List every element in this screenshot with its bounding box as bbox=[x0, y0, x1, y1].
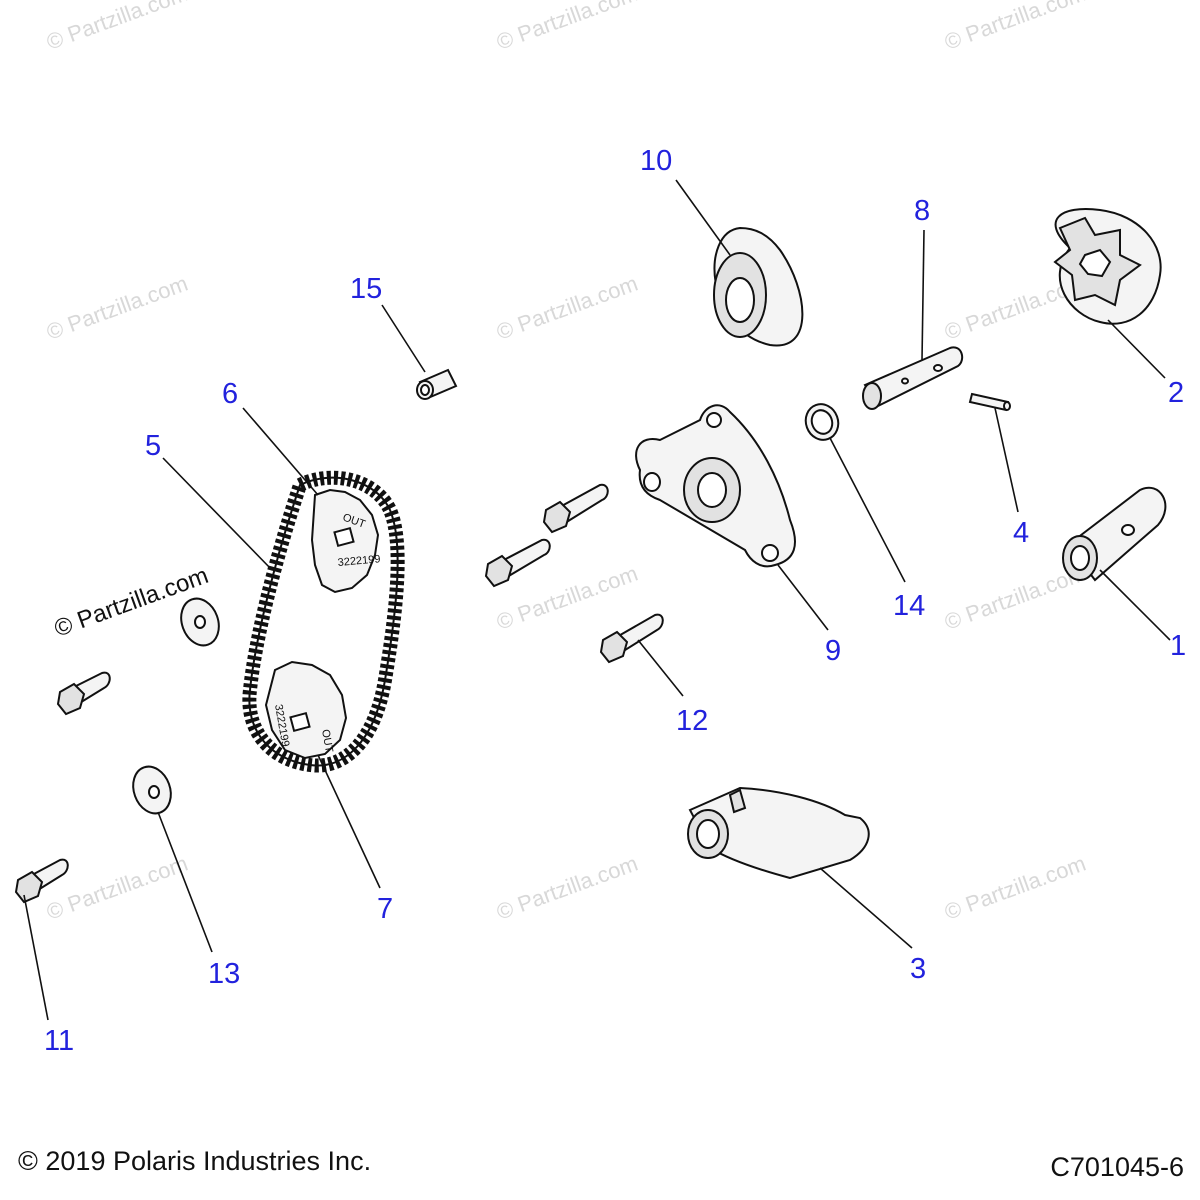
part-10-bushing bbox=[713, 226, 804, 347]
leader-14 bbox=[829, 437, 906, 583]
leader-8 bbox=[921, 229, 925, 361]
leader-15 bbox=[381, 304, 426, 373]
upper-sprocket-number: 3222199 bbox=[337, 553, 381, 569]
leader-12 bbox=[637, 639, 684, 697]
part-4-pin bbox=[968, 392, 1011, 412]
callout-1: 1 bbox=[1170, 630, 1186, 662]
part-2-rotor bbox=[1053, 208, 1162, 325]
callout-3: 3 bbox=[910, 953, 926, 985]
callout-13: 13 bbox=[208, 958, 240, 990]
lower-sprocket-mark: OUT bbox=[319, 728, 335, 753]
callout-6: 6 bbox=[222, 378, 238, 410]
watermark: © Partzilla.com bbox=[43, 271, 191, 345]
part-1-sleeve bbox=[1062, 486, 1167, 582]
leader-7 bbox=[317, 754, 381, 889]
part-14-oring bbox=[804, 403, 840, 441]
part-5-chain bbox=[242, 470, 405, 773]
callout-14: 14 bbox=[893, 590, 925, 622]
figure-id: C701045-6 bbox=[1050, 1152, 1184, 1182]
watermark: © Partzilla.com bbox=[493, 851, 641, 925]
part-8-shaft bbox=[862, 346, 964, 410]
part-13-washer-lower bbox=[132, 765, 172, 815]
callout-5: 5 bbox=[145, 430, 161, 462]
leader-6 bbox=[242, 407, 319, 496]
callout-12: 12 bbox=[676, 705, 708, 737]
callout-9: 9 bbox=[825, 635, 841, 667]
part-11-bolt-upper bbox=[56, 671, 111, 716]
leader-1 bbox=[1099, 569, 1171, 641]
leader-10 bbox=[675, 179, 731, 256]
leader-9 bbox=[777, 564, 829, 631]
watermark: © Partzilla.com bbox=[941, 851, 1089, 925]
watermark: © Partzilla.com bbox=[43, 0, 191, 55]
leader-3 bbox=[819, 867, 913, 949]
leader-11 bbox=[23, 894, 49, 1021]
watermark: © Partzilla.com bbox=[941, 0, 1089, 55]
watermark: © Partzilla.com bbox=[493, 271, 641, 345]
watermark: © Partzilla.com bbox=[493, 0, 641, 55]
part-15-sleeve bbox=[416, 368, 458, 400]
leader-13 bbox=[157, 811, 213, 953]
part-13-washer-upper bbox=[180, 597, 220, 647]
part-7-sprocket-lower: 3222199 OUT bbox=[264, 660, 348, 760]
callout-4: 4 bbox=[1013, 517, 1029, 549]
part-6-sprocket-upper: OUT 3222199 bbox=[310, 488, 381, 594]
leader-lines bbox=[23, 179, 1171, 1021]
leader-4 bbox=[994, 407, 1019, 513]
callout-10: 10 bbox=[640, 145, 672, 177]
part-9-pump-cover bbox=[635, 404, 796, 568]
part-11-bolt-lower bbox=[14, 858, 69, 904]
callout-labels: 1 2 3 4 5 6 7 8 9 10 11 12 13 14 15 bbox=[44, 145, 1186, 1057]
leader-5 bbox=[162, 457, 273, 571]
leader-2 bbox=[1107, 319, 1166, 379]
callout-2: 2 bbox=[1168, 377, 1184, 409]
copyright-notice: © 2019 Polaris Industries Inc. bbox=[18, 1146, 372, 1176]
callout-11: 11 bbox=[44, 1025, 74, 1057]
callout-15: 15 bbox=[350, 273, 382, 305]
part-12-bolt bbox=[599, 613, 664, 664]
watermark-layer: © Partzilla.com © Partzilla.com © Partzi… bbox=[43, 0, 1089, 925]
part-3-pickup bbox=[687, 786, 870, 880]
callout-7: 7 bbox=[377, 893, 393, 925]
callout-8: 8 bbox=[914, 195, 930, 227]
bolt-upper bbox=[542, 483, 609, 534]
bolt-lower bbox=[484, 538, 551, 588]
